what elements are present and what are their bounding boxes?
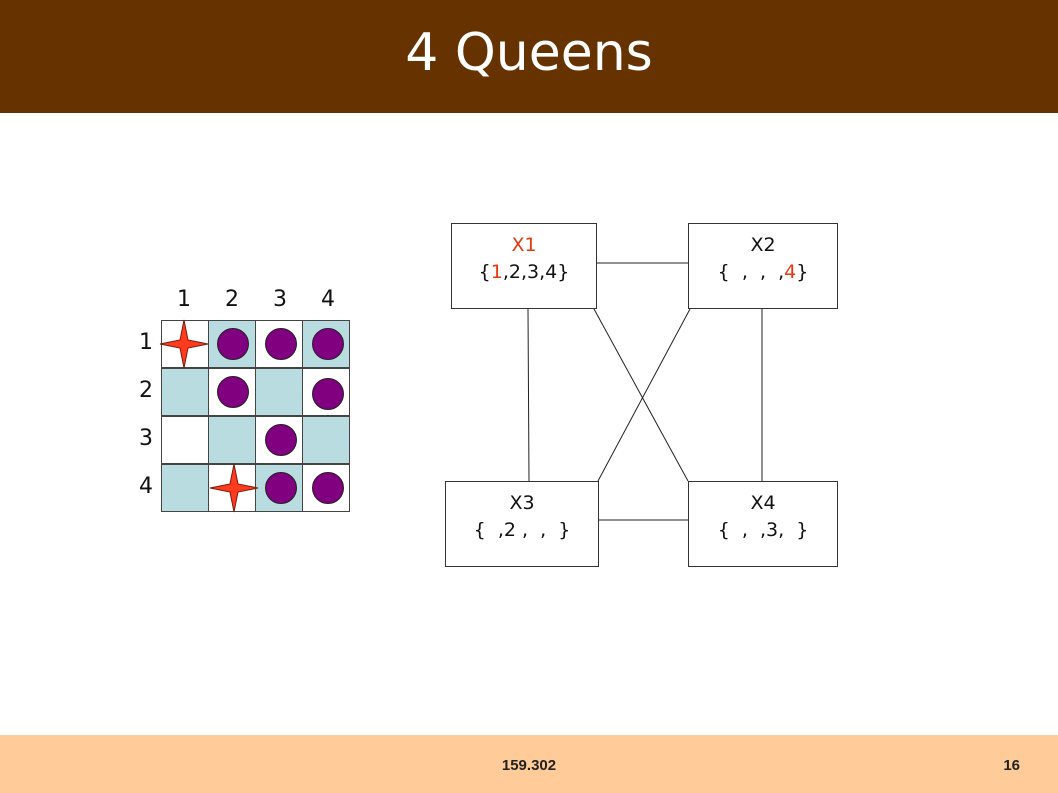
node-x1-domain: {1,2,3,4}	[452, 258, 596, 286]
board-cell	[255, 368, 303, 416]
node-x1-name: X1	[511, 234, 537, 256]
node-x2-name: X2	[750, 234, 776, 256]
node-x1: X1 {1,2,3,4}	[451, 223, 597, 309]
domain-selected-value: 1	[490, 261, 503, 283]
queen-circle	[265, 328, 297, 360]
queen-circle	[217, 376, 249, 408]
edge-x1-x4	[593, 308, 689, 482]
node-x4-name: X4	[750, 492, 776, 514]
node-x2-domain: { , , ,4}	[689, 258, 837, 286]
row-label-3: 3	[139, 426, 153, 451]
domain-selected-value: 4	[784, 261, 797, 283]
slide-title: 4 Queens	[405, 22, 653, 83]
course-code: 159.302	[501, 757, 557, 774]
edge-x2-x3	[597, 308, 691, 482]
row-label-1: 1	[139, 330, 153, 355]
board-cell	[208, 416, 256, 464]
title-bar: 4 Queens	[0, 0, 1058, 113]
col-label-3: 3	[273, 287, 287, 312]
col-label-4: 4	[321, 287, 335, 312]
col-label-2: 2	[225, 287, 239, 312]
domain-rest: ,2,3,4}	[502, 261, 570, 283]
placed-queen-star-icon	[159, 319, 209, 369]
row-label-2: 2	[139, 378, 153, 403]
placed-queen-star-icon	[209, 463, 259, 513]
page-number: 16	[1003, 757, 1020, 774]
node-x4-domain: { , ,3, }	[717, 519, 809, 541]
board-cell	[161, 464, 209, 512]
domain-brace: }	[796, 261, 809, 283]
board-cell	[302, 416, 350, 464]
node-x4: X4 { , ,3, }	[688, 481, 838, 567]
board-cell	[161, 368, 209, 416]
domain-brace: {	[478, 261, 491, 283]
node-x2: X2 { , , ,4}	[688, 223, 838, 309]
node-x3: X3 { ,2 , , }	[445, 481, 599, 567]
queen-circle	[265, 424, 297, 456]
queen-circle	[312, 378, 344, 410]
edge-x1-x3	[527, 308, 530, 482]
node-x3-name: X3	[509, 492, 535, 514]
col-label-1: 1	[177, 287, 191, 312]
row-label-4: 4	[139, 474, 153, 499]
queen-circle	[312, 328, 344, 360]
queen-circle	[217, 328, 249, 360]
footer-bar: 159.302 16	[0, 735, 1058, 793]
node-x3-domain: { ,2 , , }	[473, 519, 571, 541]
domain-rest: { , , ,	[717, 261, 785, 283]
queen-circle	[265, 472, 297, 504]
queen-circle	[312, 472, 344, 504]
